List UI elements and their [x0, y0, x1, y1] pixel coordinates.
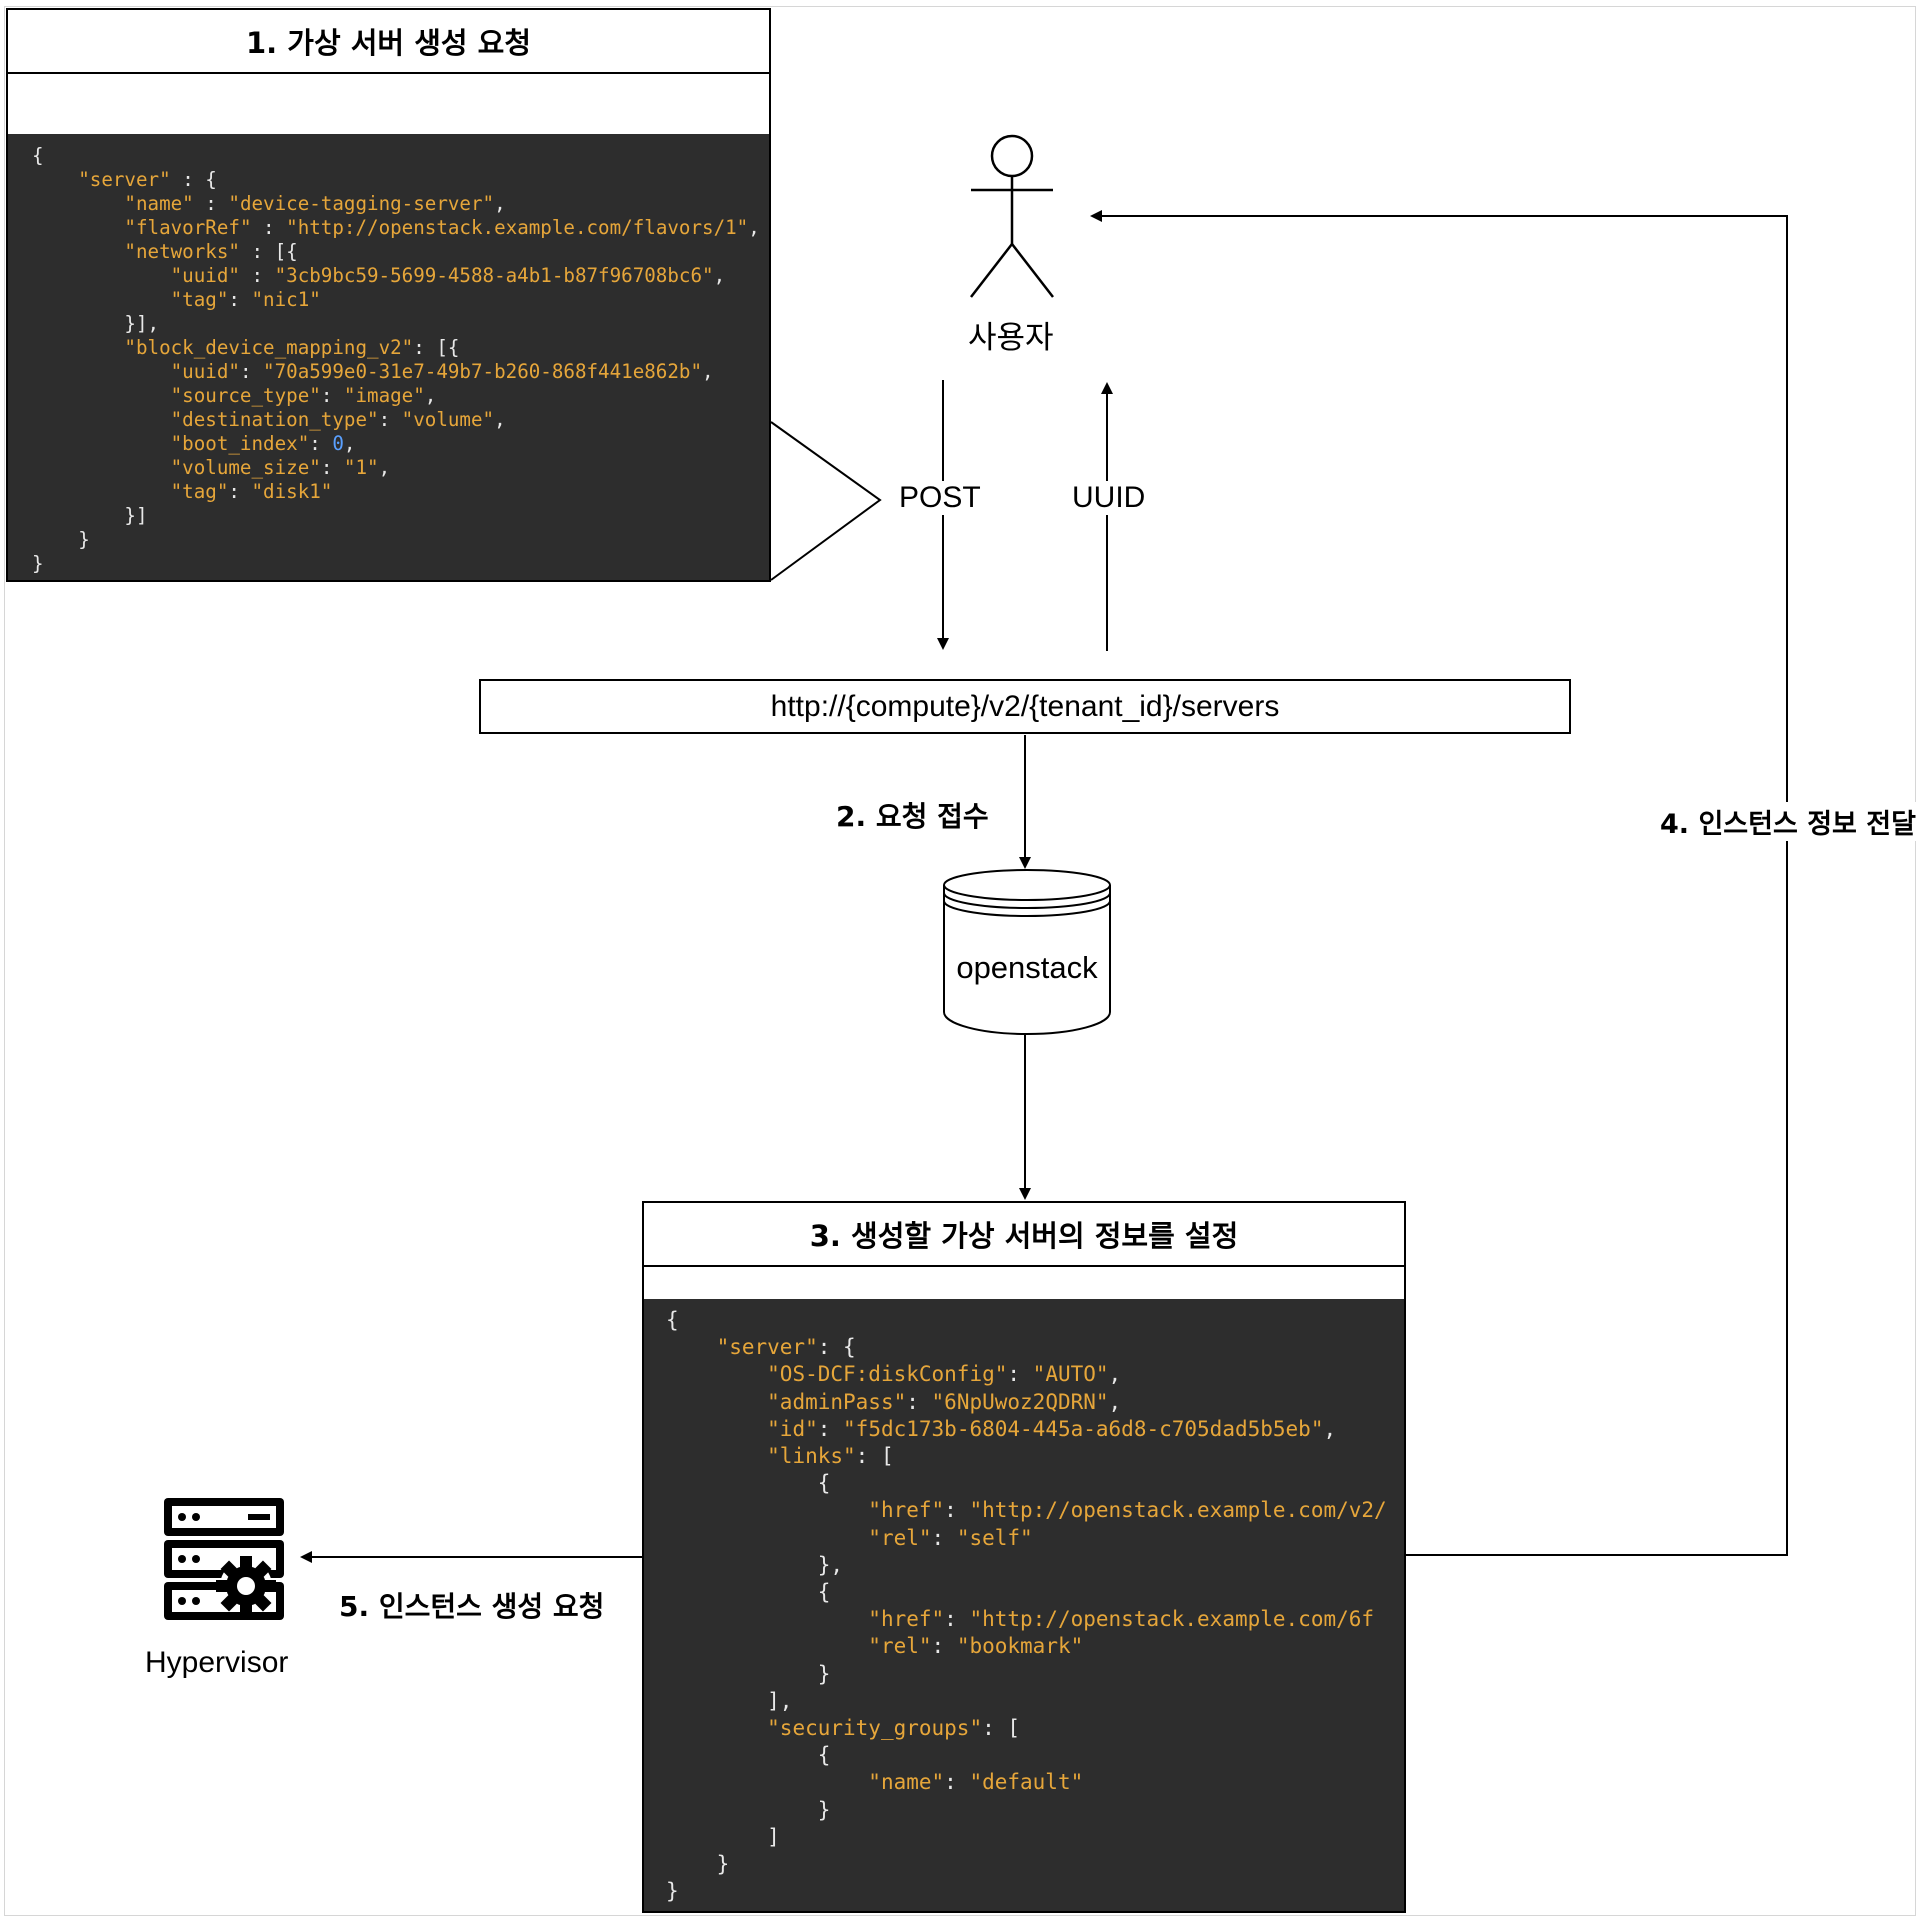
- code-line: "source_type": "image",: [170, 384, 437, 407]
- server-gear-icon: [164, 1498, 284, 1620]
- code-line: "id": "f5dc173b-6804-445a-a6d8-c705dad5b…: [767, 1416, 1337, 1441]
- code-line: "adminPass": "6NpUwoz2QDRN",: [767, 1389, 1122, 1414]
- code-line: }: [666, 1797, 831, 1822]
- step1-title: 1. 가상 서버 생성 요청: [8, 10, 769, 74]
- code-line: "volume_size": "1",: [170, 456, 391, 479]
- step4-label: 4. 인스턴스 정보 전달: [1656, 802, 1920, 841]
- step3-config-panel: 3. 생성할 가상 서버의 정보를 설정 { "server": { "OS-D…: [642, 1201, 1406, 1913]
- code-line: "tag": "nic1": [170, 288, 321, 311]
- code-line: "href": "http://openstack.example.com/6f: [868, 1607, 1375, 1632]
- post-label: POST: [895, 481, 985, 515]
- code-line: {: [666, 1308, 679, 1332]
- code-line: },: [666, 1552, 844, 1577]
- code-line: "uuid" : "3cb9bc59-5699-4588-a4b1-b87f96…: [170, 264, 726, 287]
- code-line: "OS-DCF:diskConfig": "AUTO",: [767, 1362, 1122, 1387]
- servers-endpoint-box: http://{compute}/v2/{tenant_id}/servers: [479, 679, 1571, 734]
- code-line: "networks" : [{: [124, 240, 298, 263]
- code-line: {: [666, 1743, 831, 1768]
- code-line: "tag": "disk1": [170, 480, 333, 503]
- code-line: "destination_type": "volume",: [170, 408, 506, 431]
- code-line: }: [32, 528, 90, 551]
- code-line: }: [32, 552, 44, 575]
- code-line: {: [32, 144, 44, 167]
- code-line: "links": [: [767, 1444, 894, 1469]
- code-line: }: [666, 1661, 831, 1686]
- code-line: "server": {: [716, 1335, 856, 1360]
- openstack-label: openstack: [956, 950, 1098, 985]
- code-line: }: [666, 1852, 730, 1877]
- hypervisor-label: Hypervisor: [145, 1646, 289, 1679]
- code-line: "href": "http://openstack.example.com/v2…: [868, 1498, 1387, 1523]
- code-line: }],: [32, 312, 160, 335]
- code-line: "flavorRef" : "http://openstack.example.…: [124, 216, 760, 239]
- uuid-label: UUID: [1068, 481, 1150, 515]
- code-line: ],: [666, 1688, 793, 1713]
- code-line: "security_groups": [: [767, 1716, 1021, 1741]
- code-line: "uuid": "70a599e0-31e7-49b7-b260-868f441…: [170, 360, 714, 383]
- step5-label: 5. 인스턴스 생성 요청: [339, 1590, 605, 1623]
- code-line: "rel": "bookmark": [868, 1634, 1084, 1659]
- code-line: "name" : "device-tagging-server",: [124, 192, 506, 215]
- code-line: "rel": "self": [868, 1525, 1033, 1550]
- user-actor-icon: [970, 134, 1054, 298]
- callout-wedge: [770, 421, 882, 581]
- code-line: "server" : {: [78, 168, 217, 191]
- code-line: "block_device_mapping_v2": [{: [124, 336, 460, 359]
- code-line: "name": "default": [868, 1770, 1084, 1795]
- code-line: {: [666, 1580, 831, 1605]
- step1-request-panel: 1. 가상 서버 생성 요청 { "server" : { "name" : "…: [6, 8, 771, 582]
- code-line: }: [666, 1879, 679, 1904]
- server-json-code: { "server": { "OS-DCF:diskConfig": "AUTO…: [644, 1299, 1404, 1911]
- openstack-database-icon: [943, 869, 1111, 1035]
- user-label: 사용자: [968, 320, 1054, 356]
- step3-title: 3. 생성할 가상 서버의 정보를 설정: [644, 1203, 1404, 1267]
- code-line: "boot_index": 0,: [170, 432, 356, 455]
- request-json-code: { "server" : { "name" : "device-tagging-…: [8, 134, 769, 580]
- code-line: }]: [32, 504, 148, 527]
- code-line: ]: [666, 1824, 780, 1849]
- step2-label: 2. 요청 접수: [836, 800, 989, 833]
- diagram-frame: [4, 6, 1916, 1916]
- code-line: {: [666, 1471, 831, 1496]
- return-info-arrow: [1090, 210, 1788, 1556]
